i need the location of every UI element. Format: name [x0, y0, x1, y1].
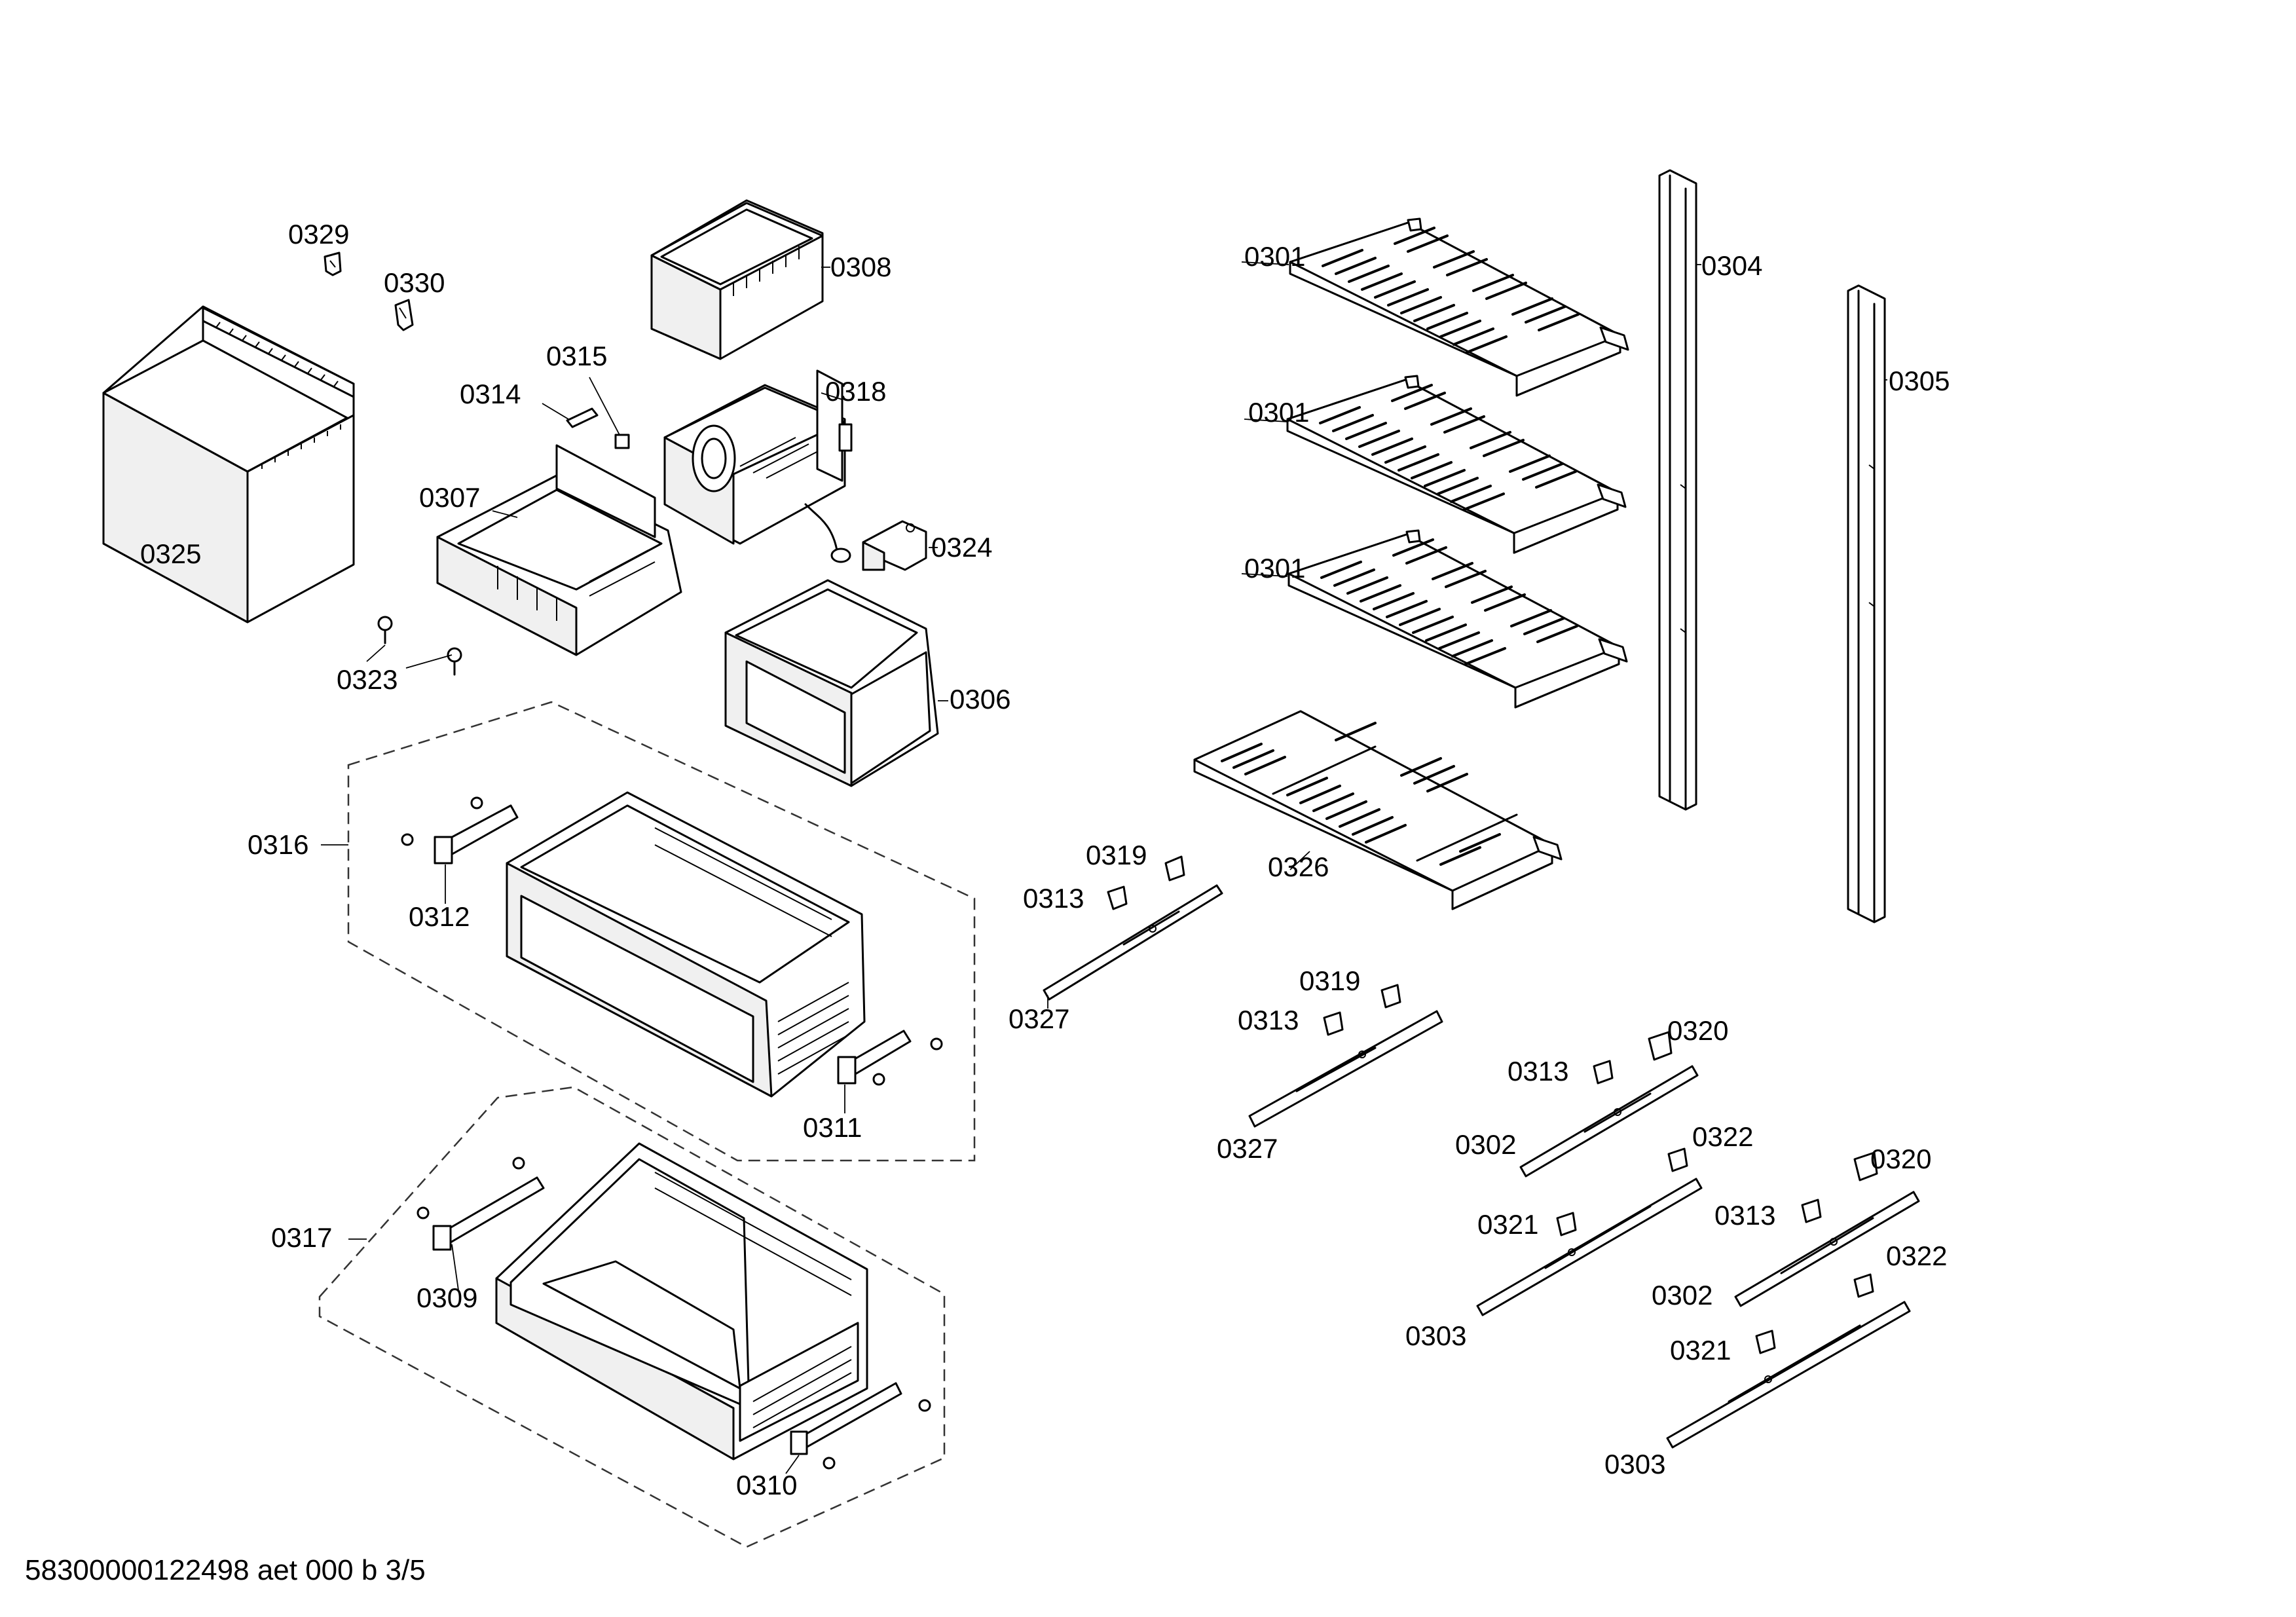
part-0313-clip-2	[1323, 1011, 1344, 1036]
label-0321-b: 0321	[1670, 1335, 1731, 1366]
label-0316: 0316	[248, 829, 308, 860]
label-0319-b: 0319	[1299, 965, 1360, 996]
part-0320-clip-1	[1648, 1031, 1673, 1061]
part-0315-clip	[614, 434, 630, 449]
part-0314-strip	[566, 407, 599, 428]
part-0327-slide-2	[1248, 1010, 1443, 1128]
part-0301-shelf-3	[1287, 529, 1628, 709]
label-0305: 0305	[1889, 365, 1950, 396]
part-0318-ice-maker	[663, 369, 853, 563]
part-0321-clip-2	[1755, 1329, 1776, 1354]
part-0327-slide-1	[1043, 884, 1223, 1009]
label-0311: 0311	[803, 1112, 862, 1143]
label-0304: 0304	[1701, 250, 1762, 281]
part-0317-drawer	[495, 1142, 868, 1460]
label-0318: 0318	[825, 376, 886, 407]
part-0330-clip	[394, 299, 414, 331]
part-0309-bracket	[417, 1157, 545, 1291]
label-0320-b: 0320	[1870, 1143, 1931, 1174]
part-0305-rail	[1847, 284, 1886, 923]
group-0316-outline	[347, 701, 976, 1162]
label-0307: 0307	[419, 482, 480, 513]
label-0325: 0325	[140, 538, 201, 569]
label-0322-b: 0322	[1886, 1240, 1947, 1271]
label-0329: 0329	[288, 219, 349, 250]
leader-lines	[492, 261, 1887, 870]
label-0313-d: 0313	[1714, 1200, 1775, 1231]
part-0310-bracket	[785, 1382, 931, 1474]
label-0301-c: 0301	[1244, 553, 1305, 584]
part-0323-screws	[366, 616, 462, 676]
label-0326: 0326	[1268, 851, 1329, 882]
part-0316-drawer	[506, 791, 866, 1098]
part-0304-rail	[1658, 169, 1697, 811]
part-0322-clip-1	[1667, 1147, 1688, 1172]
label-0302-b: 0302	[1652, 1280, 1713, 1310]
part-0322-clip-2	[1853, 1273, 1874, 1298]
part-0308-ice-container	[650, 199, 824, 360]
part-0313-clip-1	[1107, 885, 1128, 910]
part-0324-bracket	[862, 520, 927, 571]
part-0306-bin	[724, 579, 939, 787]
label-0302-a: 0302	[1455, 1129, 1516, 1160]
part-0321-clip-1	[1556, 1212, 1577, 1236]
label-0314: 0314	[460, 379, 521, 409]
part-0329-clip	[324, 251, 342, 276]
group-0317-outline	[318, 1086, 946, 1548]
label-0327-a: 0327	[1009, 1003, 1069, 1034]
label-0303-b: 0303	[1604, 1449, 1665, 1479]
label-0306: 0306	[950, 684, 1010, 715]
label-0310: 0310	[736, 1470, 797, 1500]
label-0313-a: 0313	[1023, 883, 1084, 914]
part-0319-clip-1	[1164, 855, 1185, 882]
part-0313-clip-3	[1593, 1060, 1614, 1085]
part-0325-housing	[102, 305, 355, 623]
label-0324: 0324	[931, 532, 992, 563]
part-0303-slide-2	[1666, 1301, 1911, 1449]
part-0307-tray-housing	[436, 444, 682, 656]
part-0301-shelf-1	[1289, 217, 1629, 397]
label-0319-a: 0319	[1086, 840, 1147, 870]
part-0313-clip-4	[1801, 1199, 1822, 1223]
part-0301-shelf-2	[1286, 375, 1627, 554]
label-0301-a: 0301	[1244, 241, 1305, 272]
label-0322-a: 0322	[1692, 1121, 1753, 1152]
label-0323: 0323	[337, 664, 398, 695]
part-0302-slide-2	[1734, 1191, 1920, 1307]
label-0308: 0308	[830, 251, 891, 282]
label-0320-a: 0320	[1667, 1015, 1728, 1046]
part-0319-clip-2	[1380, 984, 1401, 1009]
label-0327-b: 0327	[1217, 1133, 1278, 1164]
part-0326-split-shelf	[1193, 710, 1563, 910]
label-0313-b: 0313	[1238, 1005, 1299, 1035]
label-0301-b: 0301	[1248, 397, 1309, 428]
part-labels: 0329 0330 0325 0315 0314 0307 0323 0308 …	[140, 219, 1950, 1500]
part-0311-bracket	[837, 1030, 943, 1113]
part-0320-clip-2	[1853, 1151, 1878, 1181]
label-0317: 0317	[271, 1222, 332, 1253]
label-0315: 0315	[546, 341, 607, 371]
part-0303-slide-1	[1476, 1178, 1703, 1316]
label-0321-a: 0321	[1477, 1209, 1538, 1240]
label-0312: 0312	[409, 901, 470, 932]
label-0303-a: 0303	[1405, 1320, 1466, 1351]
label-0309: 0309	[417, 1282, 477, 1313]
label-0313-c: 0313	[1508, 1056, 1568, 1087]
label-0330: 0330	[384, 267, 445, 298]
part-0312-bracket	[401, 796, 519, 904]
footer-doc-id: 58300000122498 aet 000 b 3/5	[25, 1554, 426, 1586]
part-0302-slide-1	[1519, 1065, 1699, 1178]
